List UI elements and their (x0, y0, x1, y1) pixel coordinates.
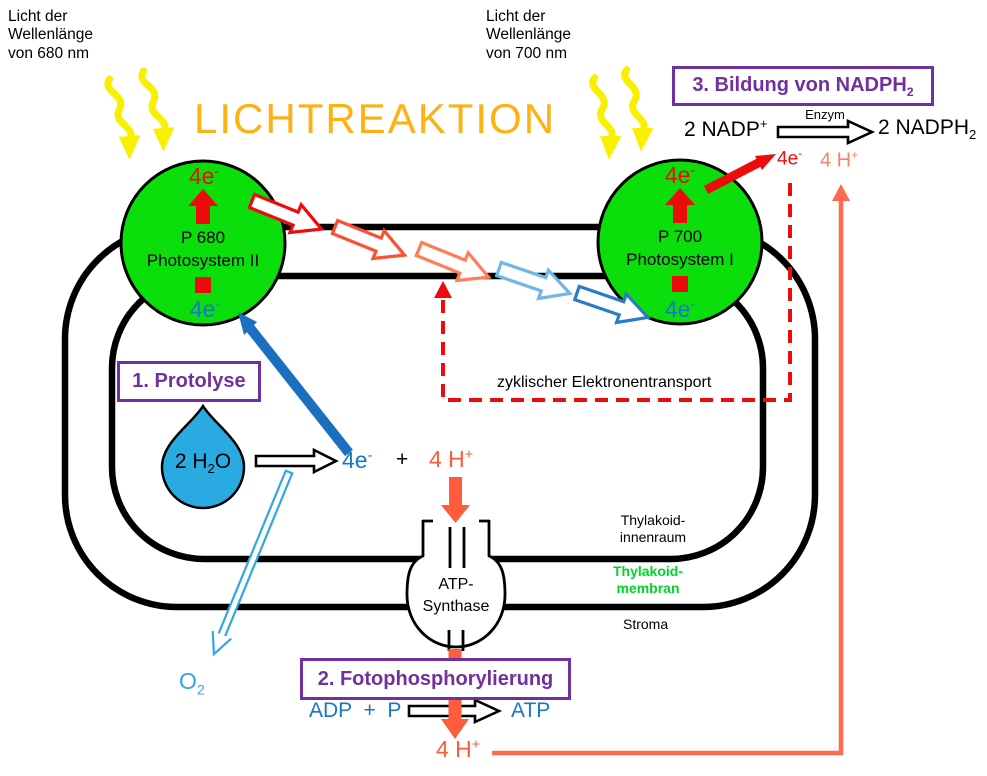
proton-into-synthase-arrow (441, 477, 470, 523)
water-droplet-icon (160, 403, 246, 510)
nadph-label: 2 NADPH2 (878, 116, 977, 143)
light-700-label: Licht der Wellenlänge von 700 nm (486, 8, 572, 62)
stroma-label: Stroma (623, 616, 669, 632)
psi-system-label: Photosystem I (626, 250, 734, 269)
photosystem1-circle (596, 158, 764, 326)
enzym-reaction-arrow (776, 118, 876, 146)
photosystem2-circle (119, 159, 287, 327)
four-proton-mid-label: 4 H+ (429, 446, 474, 472)
lightning-bolt-icon (621, 66, 654, 152)
lightning-bolt-icon (104, 75, 141, 160)
four-proton-bottom-label: 4 H+ (436, 736, 481, 762)
psi-square-icon (672, 276, 688, 292)
psi-name-label: P 700 (657, 227, 703, 246)
cyclic-transport-dashed-path (441, 183, 792, 402)
electron-chain-arrow-3 (414, 240, 492, 283)
psi-four-electron-bottom-label: 4e- (664, 296, 696, 322)
electron-chain-arrow-2 (330, 218, 408, 261)
proton-return-path (492, 198, 844, 756)
step1-protolyse-box: 1. Protolyse (117, 361, 261, 402)
psii-system-label: Photosystem II (146, 251, 260, 270)
psi-to-nadp-arrowhead-icon (755, 154, 776, 170)
lightning-bolt-icon (589, 74, 622, 160)
page-title: LICHTREAKTION (194, 95, 557, 142)
psi-to-nadp-arrow (703, 158, 763, 194)
atp-synthase-label-1: ATP- (438, 576, 474, 593)
step3-bildung-box: 3. Bildung von NADPH2 (672, 66, 934, 106)
thylakoid-membran-label: Thylakoid-membran (612, 563, 684, 596)
light-680-label: Licht der Wellenlänge von 680 nm (8, 8, 94, 62)
step2-fotophosphorylierung-box: 2. Fotophosphorylierung (300, 658, 571, 700)
psii-square-icon (195, 277, 211, 293)
psi-excitation-arrow-icon (665, 188, 695, 223)
proton-out-arrowhead-icon (441, 719, 469, 739)
nadp-label: 2 NADP+ (684, 116, 768, 141)
water-label: 2 H2O (174, 450, 232, 477)
oxygen-release-arrow (211, 469, 294, 657)
atp-synthase-shape (405, 519, 507, 649)
cyclic-transport-label: zyklischer Elektronentransport (497, 374, 712, 391)
thylakoid-innenraum-label: Thylakoid-innenraum (619, 512, 687, 545)
cyclic-transport-arrowhead-icon (434, 281, 452, 298)
atp-synthase-label-2: Synthase (422, 598, 490, 615)
four-electron-water-label: 4e- (342, 447, 373, 473)
water-reaction-arrow (254, 447, 339, 475)
proton-return-arrowhead-icon (832, 184, 850, 201)
enzym-label: Enzym (805, 107, 845, 122)
electron-chain-arrow-4 (494, 260, 574, 301)
psi-four-electron-top-label: 4e- (664, 162, 696, 188)
lightning-bolt-icon (138, 67, 175, 152)
psii-name-label: P 680 (180, 228, 226, 247)
water-electron-arrowhead-icon (238, 312, 257, 335)
psii-four-electron-top-label: 4e- (188, 163, 220, 189)
psii-excitation-arrow-icon (188, 189, 218, 224)
atp-label: ATP (511, 699, 551, 722)
plus-sign-label: + (396, 448, 409, 471)
electron-chain-arrow-5 (572, 284, 652, 325)
electron-chain-arrow-1 (247, 192, 325, 235)
oxygen-label: O2 (179, 668, 205, 699)
four-proton-nadp-label: 4 H+ (820, 148, 859, 172)
four-electron-nadp-label: 4e- (777, 147, 803, 170)
water-electron-arrow (246, 324, 353, 457)
atp-synthase-channel-lines (447, 527, 466, 651)
psii-four-electron-bottom-label: 4e- (189, 296, 221, 322)
adp-label: ADP + P (309, 699, 402, 722)
